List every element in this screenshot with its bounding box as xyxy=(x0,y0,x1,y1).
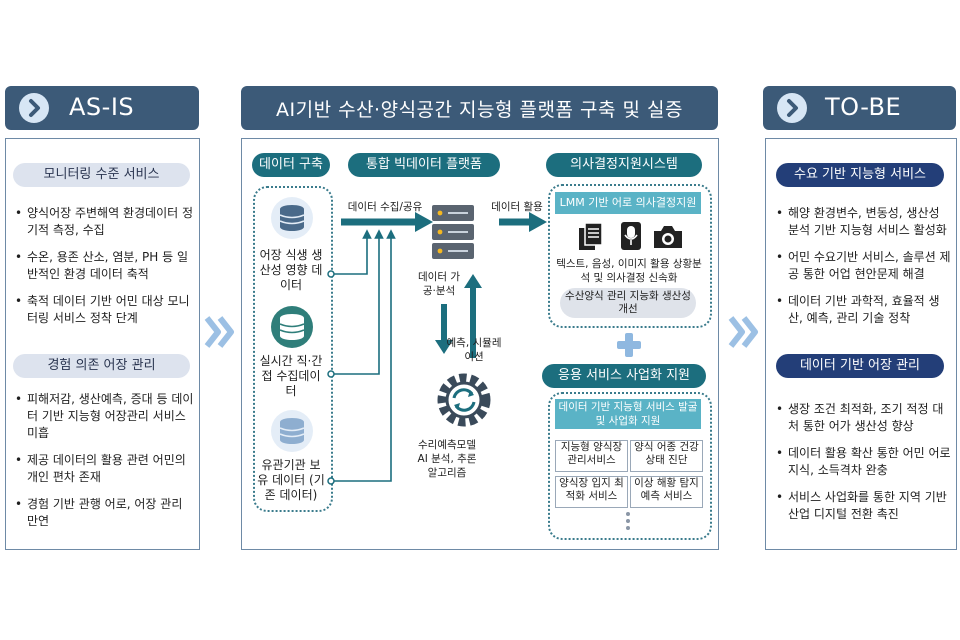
list-item: 수온, 용존 산소, 염분, PH 등 일반적인 환경 데이터 축적 xyxy=(15,249,195,283)
process-label: 데이터 가공·분석 xyxy=(418,271,460,297)
as-is-section2-label: 경험 의존 어장 관리 xyxy=(13,354,190,378)
data-build-item-3: 유관기관 보유 데이터 (기존 데이터) xyxy=(257,458,325,502)
as-is-panel: 모니터링 수준 서비스 양식어장 주변해역 환경데이터 정기적 측정, 수집 수… xyxy=(5,138,200,550)
center-banner: AI기반 수산·양식공간 지능형 플랫폼 구축 및 실증 xyxy=(241,86,718,130)
service-item: 양식 어종 건강상태 진단 xyxy=(630,440,703,472)
list-item: 경험 기반 관행 어로, 어장 관리 만연 xyxy=(15,496,195,530)
as-is-section1-list: 양식어장 주변해역 환경데이터 정기적 측정, 수집 수온, 용존 산소, 염분… xyxy=(15,205,195,337)
ellipsis-dot xyxy=(626,519,630,523)
decision-sub: LMM 기반 어로 의사결정지원 xyxy=(555,192,701,214)
service-label: 응용 서비스 사업화 지원 xyxy=(542,364,706,388)
list-item: 양식어장 주변해역 환경데이터 정기적 측정, 수집 xyxy=(15,205,195,239)
as-is-section2-list: 피해저감, 생산예측, 증대 등 데이터 기반 지능형 어장관리 서비스 미흡 … xyxy=(15,391,195,540)
list-item: 해양 환경변수, 변동성, 생산성 분석 기반 지능형 서비스 활성화 xyxy=(776,205,952,239)
service-item: 지능형 양식장 관리서비스 xyxy=(555,440,628,472)
platform-label: 통합 빅데이터 플랫폼 xyxy=(348,153,500,177)
database-icon xyxy=(270,196,314,244)
to-be-section2-list: 생장 조건 최적화, 조기 적정 대처 통한 어가 생산성 향상 데이터 활용 … xyxy=(776,401,952,533)
list-item: 제공 데이터의 활용 관련 어민의 개인 편차 존재 xyxy=(15,452,195,486)
to-be-section1-label: 수요 기반 지능형 서비스 xyxy=(776,163,944,187)
arrow-circle-icon xyxy=(777,93,807,123)
as-is-banner: AS-IS xyxy=(5,86,199,130)
decision-frame xyxy=(548,184,712,328)
database-icon xyxy=(270,305,314,353)
ellipsis-dot xyxy=(626,512,630,516)
service-item: 이상 해황 탐지 예측 서비스 xyxy=(630,476,703,508)
model-label: 수리예측모델 AI 분석, 추론 알고리즘 xyxy=(417,439,477,479)
as-is-section1-label: 모니터링 수준 서비스 xyxy=(13,163,190,187)
data-build-item-1: 어장 식생 생산성 영향 데이터 xyxy=(259,248,323,292)
database-icon xyxy=(270,409,314,457)
to-be-section2-label: 데이터 기반 어장 관리 xyxy=(776,354,944,378)
list-item: 어민 수요기반 서비스, 솔루션 제공 통한 어업 현안문제 해결 xyxy=(776,249,952,283)
flow-connectors xyxy=(327,212,547,485)
ellipsis-dot xyxy=(626,526,630,530)
decision-label: 의사결정지원시스템 xyxy=(546,153,702,177)
predict-label: 예측, 시뮬레이션 xyxy=(446,337,502,363)
camera-icon xyxy=(652,224,684,254)
voice-recorder-icon xyxy=(620,221,642,255)
data-build-frame xyxy=(253,186,333,512)
list-item: 생장 조건 최적화, 조기 적정 대처 통한 어가 생산성 향상 xyxy=(776,401,952,435)
service-frame xyxy=(548,392,712,540)
arrow-circle-icon xyxy=(19,93,49,123)
list-item: 피해저감, 생산예측, 증대 등 데이터 기반 지능형 어장관리 서비스 미흡 xyxy=(15,391,195,442)
gear-cycle-icon xyxy=(432,368,496,436)
use-label: 데이터 활용 xyxy=(491,201,543,213)
service-sub: 데이터 기반 지능형 서비스 발굴 및 사업화 지원 xyxy=(555,399,701,429)
plus-icon xyxy=(616,332,642,362)
to-be-panel: 수요 기반 지능형 서비스 해양 환경변수, 변동성, 생산성 분석 기반 지능… xyxy=(765,138,957,550)
double-chevron-icon xyxy=(728,314,760,354)
document-icon xyxy=(577,222,605,256)
data-build-label: 데이터 구축 xyxy=(252,153,330,177)
list-item: 데이터 기반 과학적, 효율적 생산, 예측, 관리 기술 정착 xyxy=(776,293,952,327)
service-item: 양식장 입지 최적화 서비스 xyxy=(555,476,628,508)
list-item: 축적 데이터 기반 어민 대상 모니터링 서비스 정착 단계 xyxy=(15,293,195,327)
data-build-item-2: 실시간 직·간접 수집데이터 xyxy=(259,354,323,398)
as-is-title: AS-IS xyxy=(69,93,135,121)
list-item: 데이터 활용 확산 통한 어민 어로지식, 소득격차 완충 xyxy=(776,445,952,479)
decision-desc: 텍스트, 음성, 이미지 활용 상황분석 및 의사결정 신속화 xyxy=(556,258,702,284)
list-item: 서비스 사업화를 통한 지역 기반산업 디지털 전환 촉진 xyxy=(776,489,952,523)
double-chevron-icon xyxy=(204,314,236,354)
collect-label: 데이터 수집/공유 xyxy=(347,201,423,213)
center-title: AI기반 수산·양식공간 지능형 플랫폼 구축 및 실증 xyxy=(276,99,683,121)
to-be-banner: TO-BE xyxy=(763,86,956,130)
to-be-section1-list: 해양 환경변수, 변동성, 생산성 분석 기반 지능형 서비스 활성화 어민 수… xyxy=(776,205,952,337)
to-be-title: TO-BE xyxy=(825,93,902,121)
server-icon xyxy=(430,203,476,265)
decision-improve: 수산양식 관리 지능화 생산성 개선 xyxy=(560,288,696,318)
